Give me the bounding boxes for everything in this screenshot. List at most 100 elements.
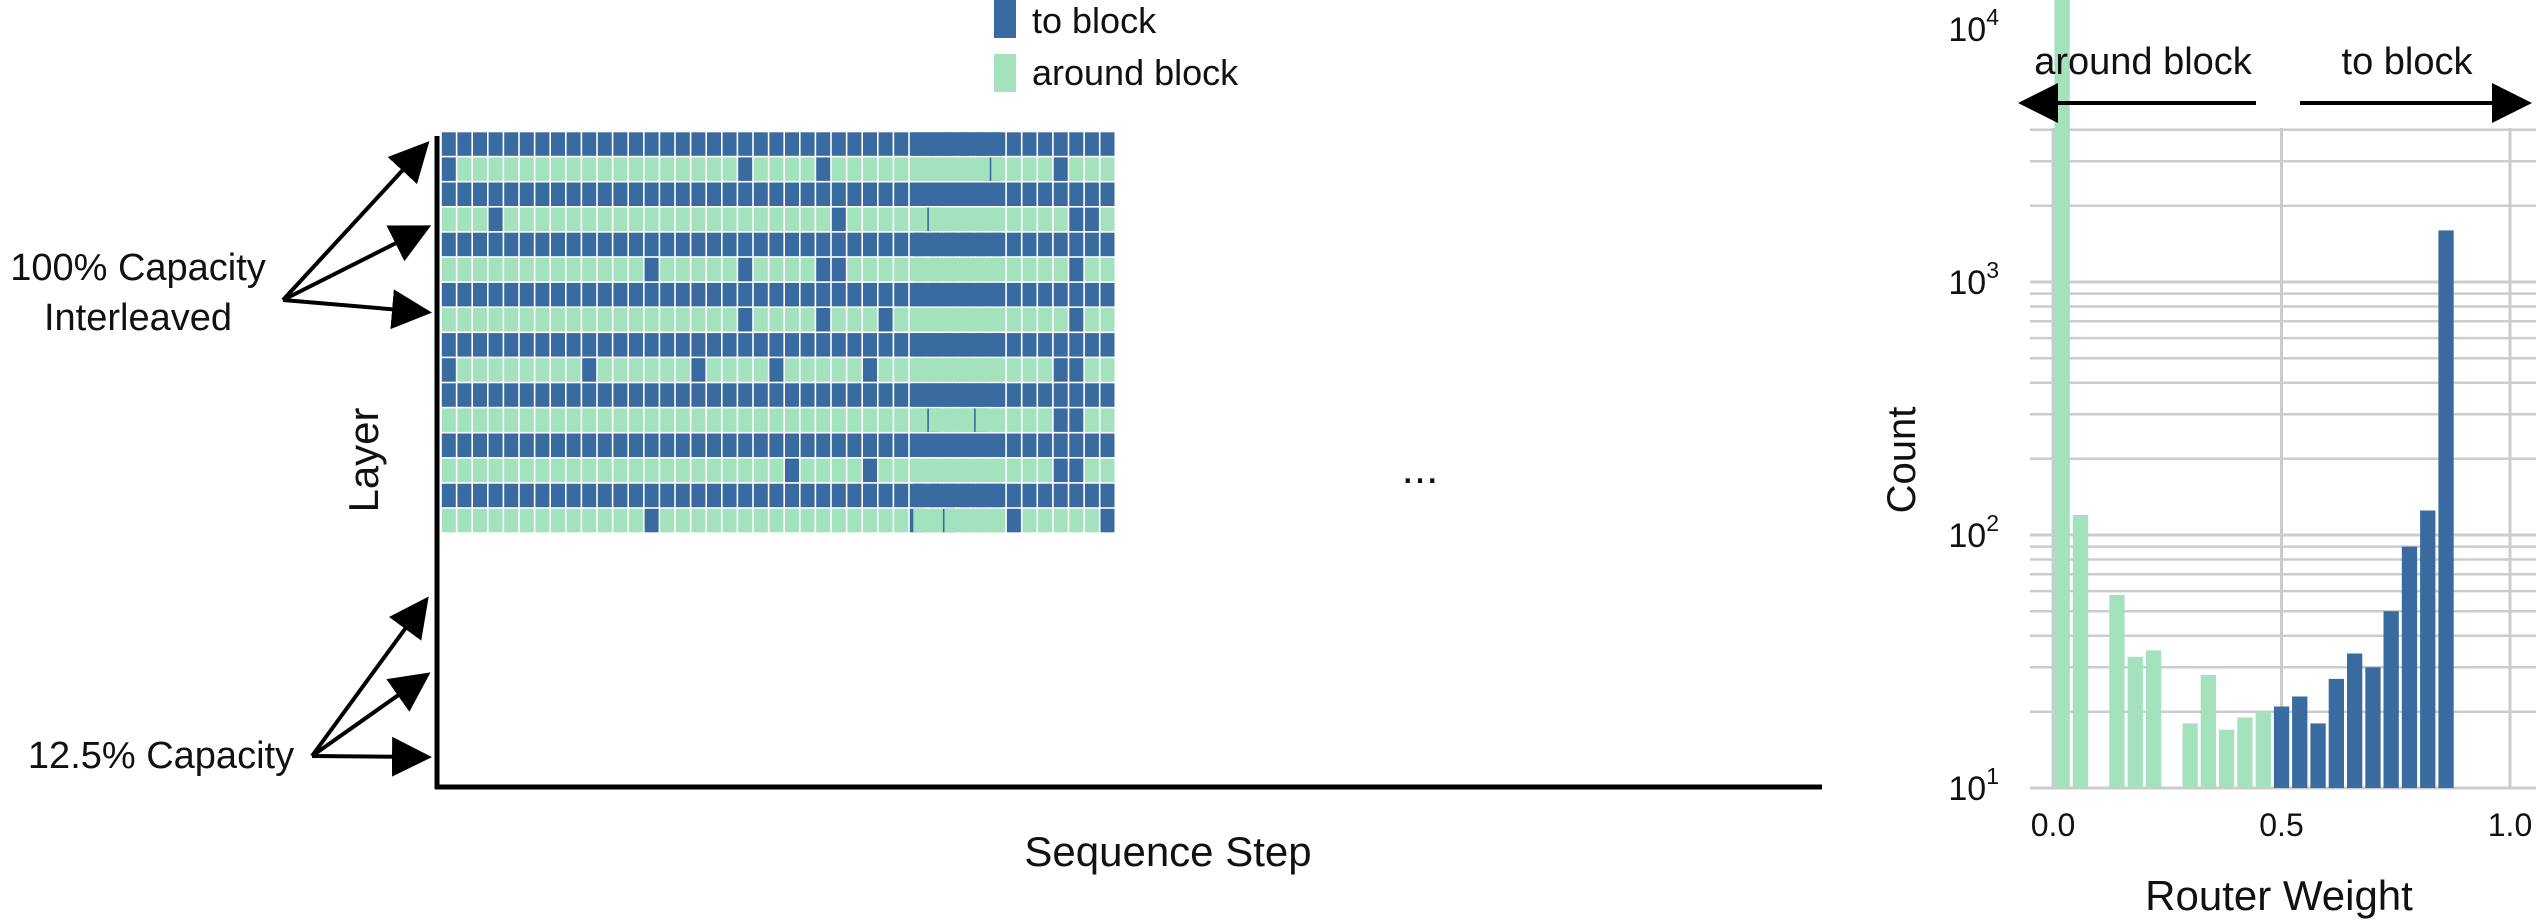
heatmap-cell (551, 282, 565, 307)
heatmap-cell (863, 308, 877, 332)
heatmap-cell (785, 333, 799, 357)
heatmap-cell (473, 433, 487, 457)
heatmap-cell (535, 433, 550, 457)
heatmap-cell (1084, 132, 1099, 156)
around-block-bar (2200, 674, 2216, 788)
heatmap-cell (660, 508, 675, 533)
heatmap-cell (863, 433, 877, 457)
heatmap-cell (473, 333, 487, 357)
heatmap-cell (894, 157, 909, 181)
heatmap-cell (660, 308, 675, 332)
heatmap-cell (441, 483, 456, 508)
heatmap-cell (878, 232, 893, 257)
heatmap-cell (738, 458, 753, 483)
heatmap-cell (597, 383, 612, 407)
heatmap-cell (769, 333, 784, 357)
heatmap-cell (1069, 257, 1084, 282)
heatmap-cell (1069, 308, 1084, 332)
heatmap-cell (1053, 282, 1068, 307)
heatmap-cell (831, 508, 846, 533)
heatmap-cell (913, 157, 928, 181)
heatmap-cell (1038, 157, 1053, 181)
heatmap-cell (1100, 132, 1115, 156)
heatmap-cell (800, 333, 815, 357)
heatmap-cell (831, 232, 846, 257)
heatmap-cell (1006, 358, 1021, 382)
heatmap-cell (863, 458, 877, 483)
heatmap-cell (644, 408, 659, 432)
heatmap-cell (551, 458, 565, 483)
heatmap-cell (738, 282, 753, 307)
heatmap-cell (928, 157, 943, 181)
heatmap-cell (878, 207, 893, 232)
heatmap-cell (991, 408, 1006, 432)
heatmap-cell (535, 383, 550, 407)
heatmap-cell (975, 358, 990, 382)
heatmap-cell (707, 132, 721, 156)
heatmap-cell (847, 207, 862, 232)
hist-xtick-label: 1.0 (2488, 807, 2532, 843)
heatmap-cell (535, 458, 550, 483)
heatmap-cell (441, 257, 456, 282)
heatmap-cell (582, 232, 597, 257)
heatmap-cell (1100, 408, 1115, 432)
heatmap-cell (1022, 508, 1037, 533)
heatmap-cell (707, 308, 721, 332)
heatmap-cell (894, 383, 909, 407)
heatmap-cell (753, 433, 768, 457)
heatmap-cell (863, 483, 877, 508)
heatmap-cell (894, 333, 909, 357)
heatmap-cell (660, 257, 675, 282)
heatmap-cell (566, 508, 581, 533)
heatmap-cell (644, 433, 659, 457)
heatmap-cell (551, 508, 565, 533)
heatmap-cell (847, 232, 862, 257)
heatmap-cell (535, 508, 550, 533)
heatmap-cell (441, 232, 456, 257)
heatmap-cell (519, 182, 534, 206)
heatmap-cell (691, 282, 706, 307)
heatmap-cell (457, 282, 472, 307)
heatmap-cell (597, 232, 612, 257)
heatmap-cell (1022, 232, 1037, 257)
heatmap-cell (753, 458, 768, 483)
heatmap-cell (675, 333, 690, 357)
heatmap-cell (847, 383, 862, 407)
annotation-capacity: 12.5% Capacity (28, 735, 294, 777)
heatmap-cell (691, 308, 706, 332)
heatmap-cell (504, 207, 519, 232)
heatmap-cell (800, 257, 815, 282)
heatmap-cell (975, 308, 990, 332)
heatmap-cell (1006, 333, 1021, 357)
heatmap-cell (831, 282, 846, 307)
heatmap-cell (1038, 508, 1053, 533)
hist-ytick-label: 101 (1948, 763, 1999, 808)
heatmap-cell (769, 308, 784, 332)
heatmap-cell (991, 157, 1006, 181)
heatmap-cell (473, 232, 487, 257)
heatmap-cell (504, 308, 519, 332)
heatmap-cell (928, 308, 943, 332)
heatmap-cell (1038, 232, 1053, 257)
heatmap-cell (944, 132, 959, 156)
heatmap-cell (1069, 483, 1084, 508)
right-header-around: around block (2034, 41, 2253, 83)
heatmap-cell (441, 207, 456, 232)
heatmap-cell (629, 458, 643, 483)
heatmap-cell (707, 282, 721, 307)
heatmap-cell (707, 433, 721, 457)
heatmap-cell (629, 182, 643, 206)
heatmap-cell (960, 408, 975, 432)
heatmap-cell (566, 182, 581, 206)
heatmap-cell (691, 508, 706, 533)
heatmap-cell (441, 358, 456, 382)
heatmap-cell (785, 383, 799, 407)
heatmap-cell (488, 232, 503, 257)
heatmap-cell (1038, 257, 1053, 282)
heatmap-cell (863, 232, 877, 257)
heatmap-cell (991, 333, 1006, 357)
heatmap-cell (785, 408, 799, 432)
heatmap-cell (738, 358, 753, 382)
arrow-capacity-2 (310, 672, 431, 758)
